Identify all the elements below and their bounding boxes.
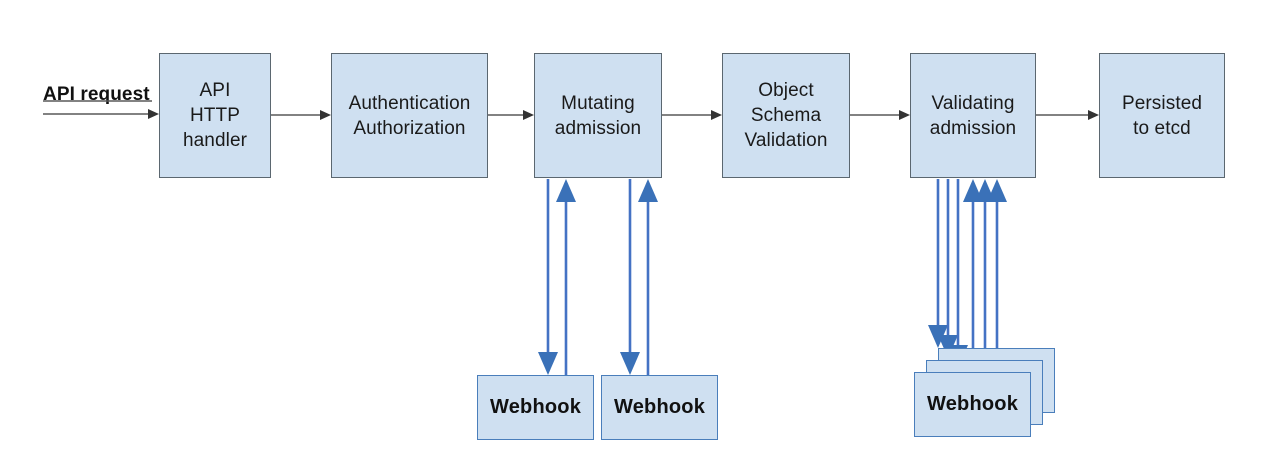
node-api-http-handler[interactable]: API HTTP handler <box>159 53 271 178</box>
webhook-box-mutating-2[interactable]: Webhook <box>601 375 718 440</box>
node-persisted-to-etcd[interactable]: Persisted to etcd <box>1099 53 1225 178</box>
webhook-box-validating-1[interactable]: Webhook <box>914 372 1031 437</box>
node-validating-admission[interactable]: Validating admission <box>910 53 1036 178</box>
connector-authentication-to-mutating <box>488 110 534 120</box>
connector-handler-to-authentication <box>271 110 331 120</box>
connector-validating-to-webhook-stack <box>928 179 1007 372</box>
connector-mutating-to-webhook-2 <box>620 179 658 375</box>
connector-mutating-to-webhook-1 <box>538 179 576 375</box>
connector-object-schema-to-validating <box>850 110 910 120</box>
connector-validating-to-persisted <box>1036 110 1099 120</box>
connector-mutating-to-object-schema <box>662 110 722 120</box>
node-object-schema-validation[interactable]: Object Schema Validation <box>722 53 850 178</box>
node-authentication-authorization[interactable]: Authentication Authorization <box>331 53 488 178</box>
webhook-box-mutating-1[interactable]: Webhook <box>477 375 594 440</box>
node-mutating-admission[interactable]: Mutating admission <box>534 53 662 178</box>
api-request-label: API request <box>43 84 150 105</box>
